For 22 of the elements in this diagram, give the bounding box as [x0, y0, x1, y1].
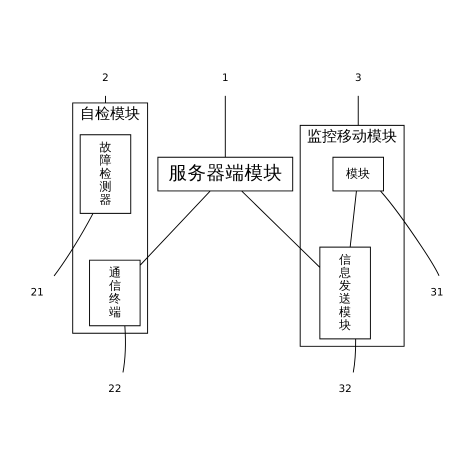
node-box: 通信终端 [89, 259, 141, 326]
node-text: 31 [430, 286, 444, 298]
node-box: 服务器端模块 [157, 156, 294, 191]
node-text: 3 [354, 72, 362, 84]
node-box: 信息发送模块 [319, 246, 371, 339]
node-text: 21 [30, 286, 44, 298]
node-box: 故障检测器 [80, 134, 132, 214]
node-text: 32 [338, 382, 352, 395]
connector [54, 212, 94, 276]
connector [241, 190, 320, 268]
connector [380, 190, 440, 276]
connector [140, 190, 211, 265]
node-box: 模块 [332, 156, 384, 191]
node-text: 1 [222, 72, 229, 84]
node-text: 2 [102, 72, 109, 84]
connector [350, 190, 357, 247]
connector [352, 338, 356, 372]
node-text: 22 [108, 382, 122, 395]
connector [122, 324, 126, 372]
connector [224, 94, 226, 157]
connector [105, 94, 106, 103]
connector [358, 94, 359, 126]
